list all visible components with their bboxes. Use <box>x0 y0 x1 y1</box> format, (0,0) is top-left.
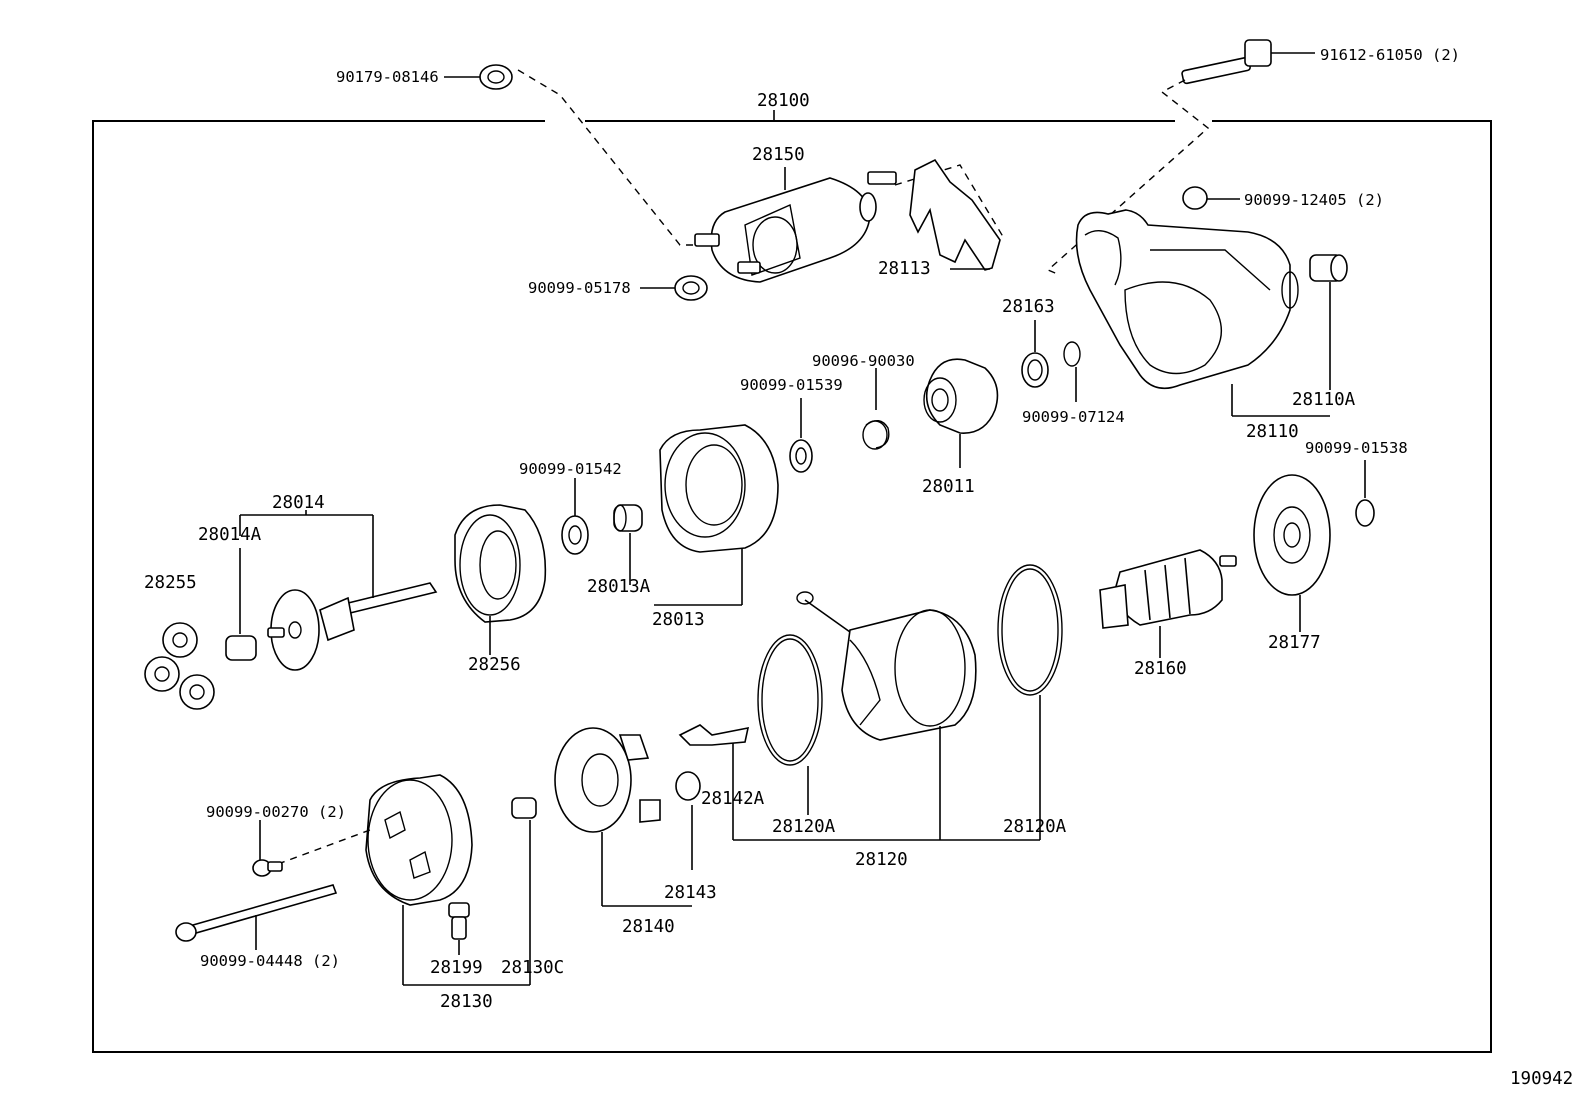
bushing-28110A <box>1309 254 1348 390</box>
washer-90099-01539 <box>789 398 813 473</box>
nut-90099-12405 <box>1182 186 1240 210</box>
callout-28113: 28113 <box>878 259 931 279</box>
callout-28110A: 28110A <box>1292 390 1356 410</box>
washer-90099-01542 <box>561 478 589 555</box>
callout-28013A: 28013A <box>587 577 651 597</box>
washer-90099-01538 <box>1355 460 1375 527</box>
callout-90099-01539: 90099-01539 <box>740 376 843 394</box>
callout-28120A-left: 28120A <box>772 817 836 837</box>
plate-28177 <box>1253 474 1331 632</box>
housing-28110 <box>1075 209 1330 417</box>
callout-28013: 28013 <box>652 610 705 630</box>
nut-90179-08146 <box>444 64 513 90</box>
clutch-28011 <box>923 358 999 468</box>
yoke-28120 <box>796 591 977 840</box>
callout-28142A: 28142A <box>701 789 765 809</box>
nut-90099-05178 <box>640 275 708 301</box>
bushing-28013A <box>613 504 742 606</box>
callout-90099-07124: 90099-07124 <box>1022 408 1125 426</box>
housing-28013 <box>659 424 779 605</box>
callout-90099-04448: 90099-04448 (2) <box>200 952 340 970</box>
screw-90099-00270 <box>252 820 283 877</box>
callout-28120: 28120 <box>855 850 908 870</box>
callout-28110: 28110 <box>1246 422 1299 442</box>
pin-28014A <box>225 515 257 661</box>
internal-gear-28256 <box>454 504 547 655</box>
callout-28011: 28011 <box>922 477 975 497</box>
bolt-91612-61050 <box>1181 39 1315 85</box>
figure-id: 190942 <box>1510 1069 1573 1089</box>
plug-28199 <box>448 902 470 955</box>
callout-28177: 28177 <box>1268 633 1321 653</box>
callout-28255: 28255 <box>144 573 197 593</box>
snap-ring-90099-07124 <box>1063 341 1081 402</box>
callout-90099-01542: 90099-01542 <box>519 460 622 478</box>
callout-90099-00270: 90099-00270 (2) <box>206 803 346 821</box>
callout-90099-12405: 90099-12405 (2) <box>1244 191 1384 209</box>
o-ring-28120A-right <box>997 564 1063 840</box>
lever-28113 <box>909 158 1001 271</box>
callout-28130C: 28130C <box>501 958 564 978</box>
callout-90096-90030: 90096-90030 <box>812 352 915 370</box>
callout-28163: 28163 <box>1002 297 1055 317</box>
bolt-90099-04448 <box>175 884 338 950</box>
callout-28014: 28014 <box>272 493 325 513</box>
ring-28163 <box>1021 320 1049 388</box>
callout-28140: 28140 <box>622 917 675 937</box>
callout-28160: 28160 <box>1134 659 1187 679</box>
planet-gears-28255 <box>144 622 215 710</box>
callout-28199: 28199 <box>430 958 483 978</box>
callout-90179-08146: 90179-08146 <box>336 68 439 86</box>
callout-28130: 28130 <box>440 992 493 1012</box>
callout-28256: 28256 <box>468 655 521 675</box>
callout-91612-61050: 91612-61050 (2) <box>1320 46 1460 64</box>
shaft-28014 <box>240 510 438 671</box>
clip-90096-90030 <box>862 368 890 450</box>
callout-90099-05178: 90099-05178 <box>528 279 631 297</box>
callout-28150: 28150 <box>752 145 805 165</box>
bushing-28130C <box>511 797 537 985</box>
callout-28120A-right: 28120A <box>1003 817 1067 837</box>
assembly-frame <box>92 110 1492 1053</box>
callout-28014A: 28014A <box>198 525 262 545</box>
callout-28100: 28100 <box>757 91 810 111</box>
armature-28160 <box>1099 549 1237 658</box>
callout-90099-01538: 90099-01538 <box>1305 439 1408 457</box>
o-ring-28120A-left <box>757 634 823 815</box>
end-frame-28130 <box>365 774 530 986</box>
brush-holder-28140 <box>554 727 693 907</box>
spring-28142A <box>675 724 750 801</box>
solenoid-28150 <box>694 167 897 283</box>
callout-28143: 28143 <box>664 883 717 903</box>
